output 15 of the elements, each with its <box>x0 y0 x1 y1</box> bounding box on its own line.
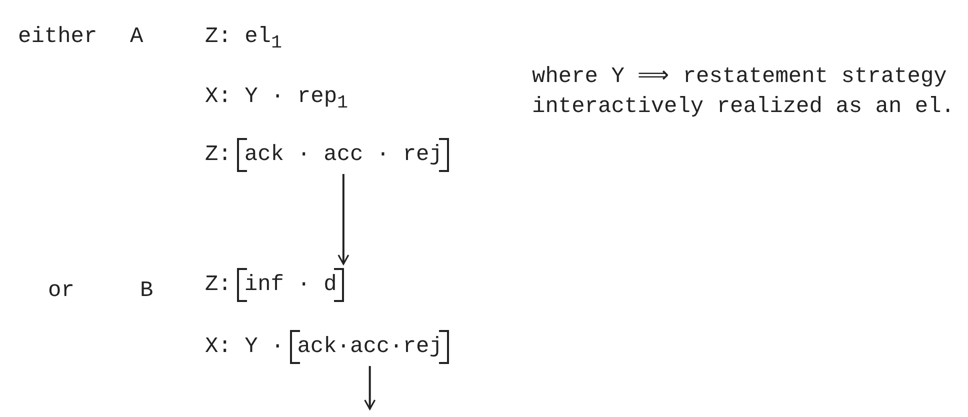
formula-text: Z: el$_{1}$ <box>205 23 282 56</box>
label-text: B <box>140 277 154 305</box>
arrow <box>338 174 350 265</box>
label-text: A <box>130 23 144 51</box>
label-text: or <box>48 277 74 305</box>
label-text: either <box>18 23 98 51</box>
note-text: where Y ⟹ restatement strategy interactively realized as an el. <box>532 63 956 121</box>
formula-text: X: Y · <box>205 333 284 361</box>
formula-text: Z: <box>205 141 232 169</box>
bracketed-term: ack · acc · rej <box>237 138 450 172</box>
formula-text: Z: <box>205 271 232 299</box>
bracketed-term: ack·acc·rej <box>290 330 450 364</box>
bracketed-term: inf · d <box>237 268 344 302</box>
formula-text: X: Y · rep$_{1}$ <box>205 83 348 116</box>
arrow <box>364 366 376 410</box>
